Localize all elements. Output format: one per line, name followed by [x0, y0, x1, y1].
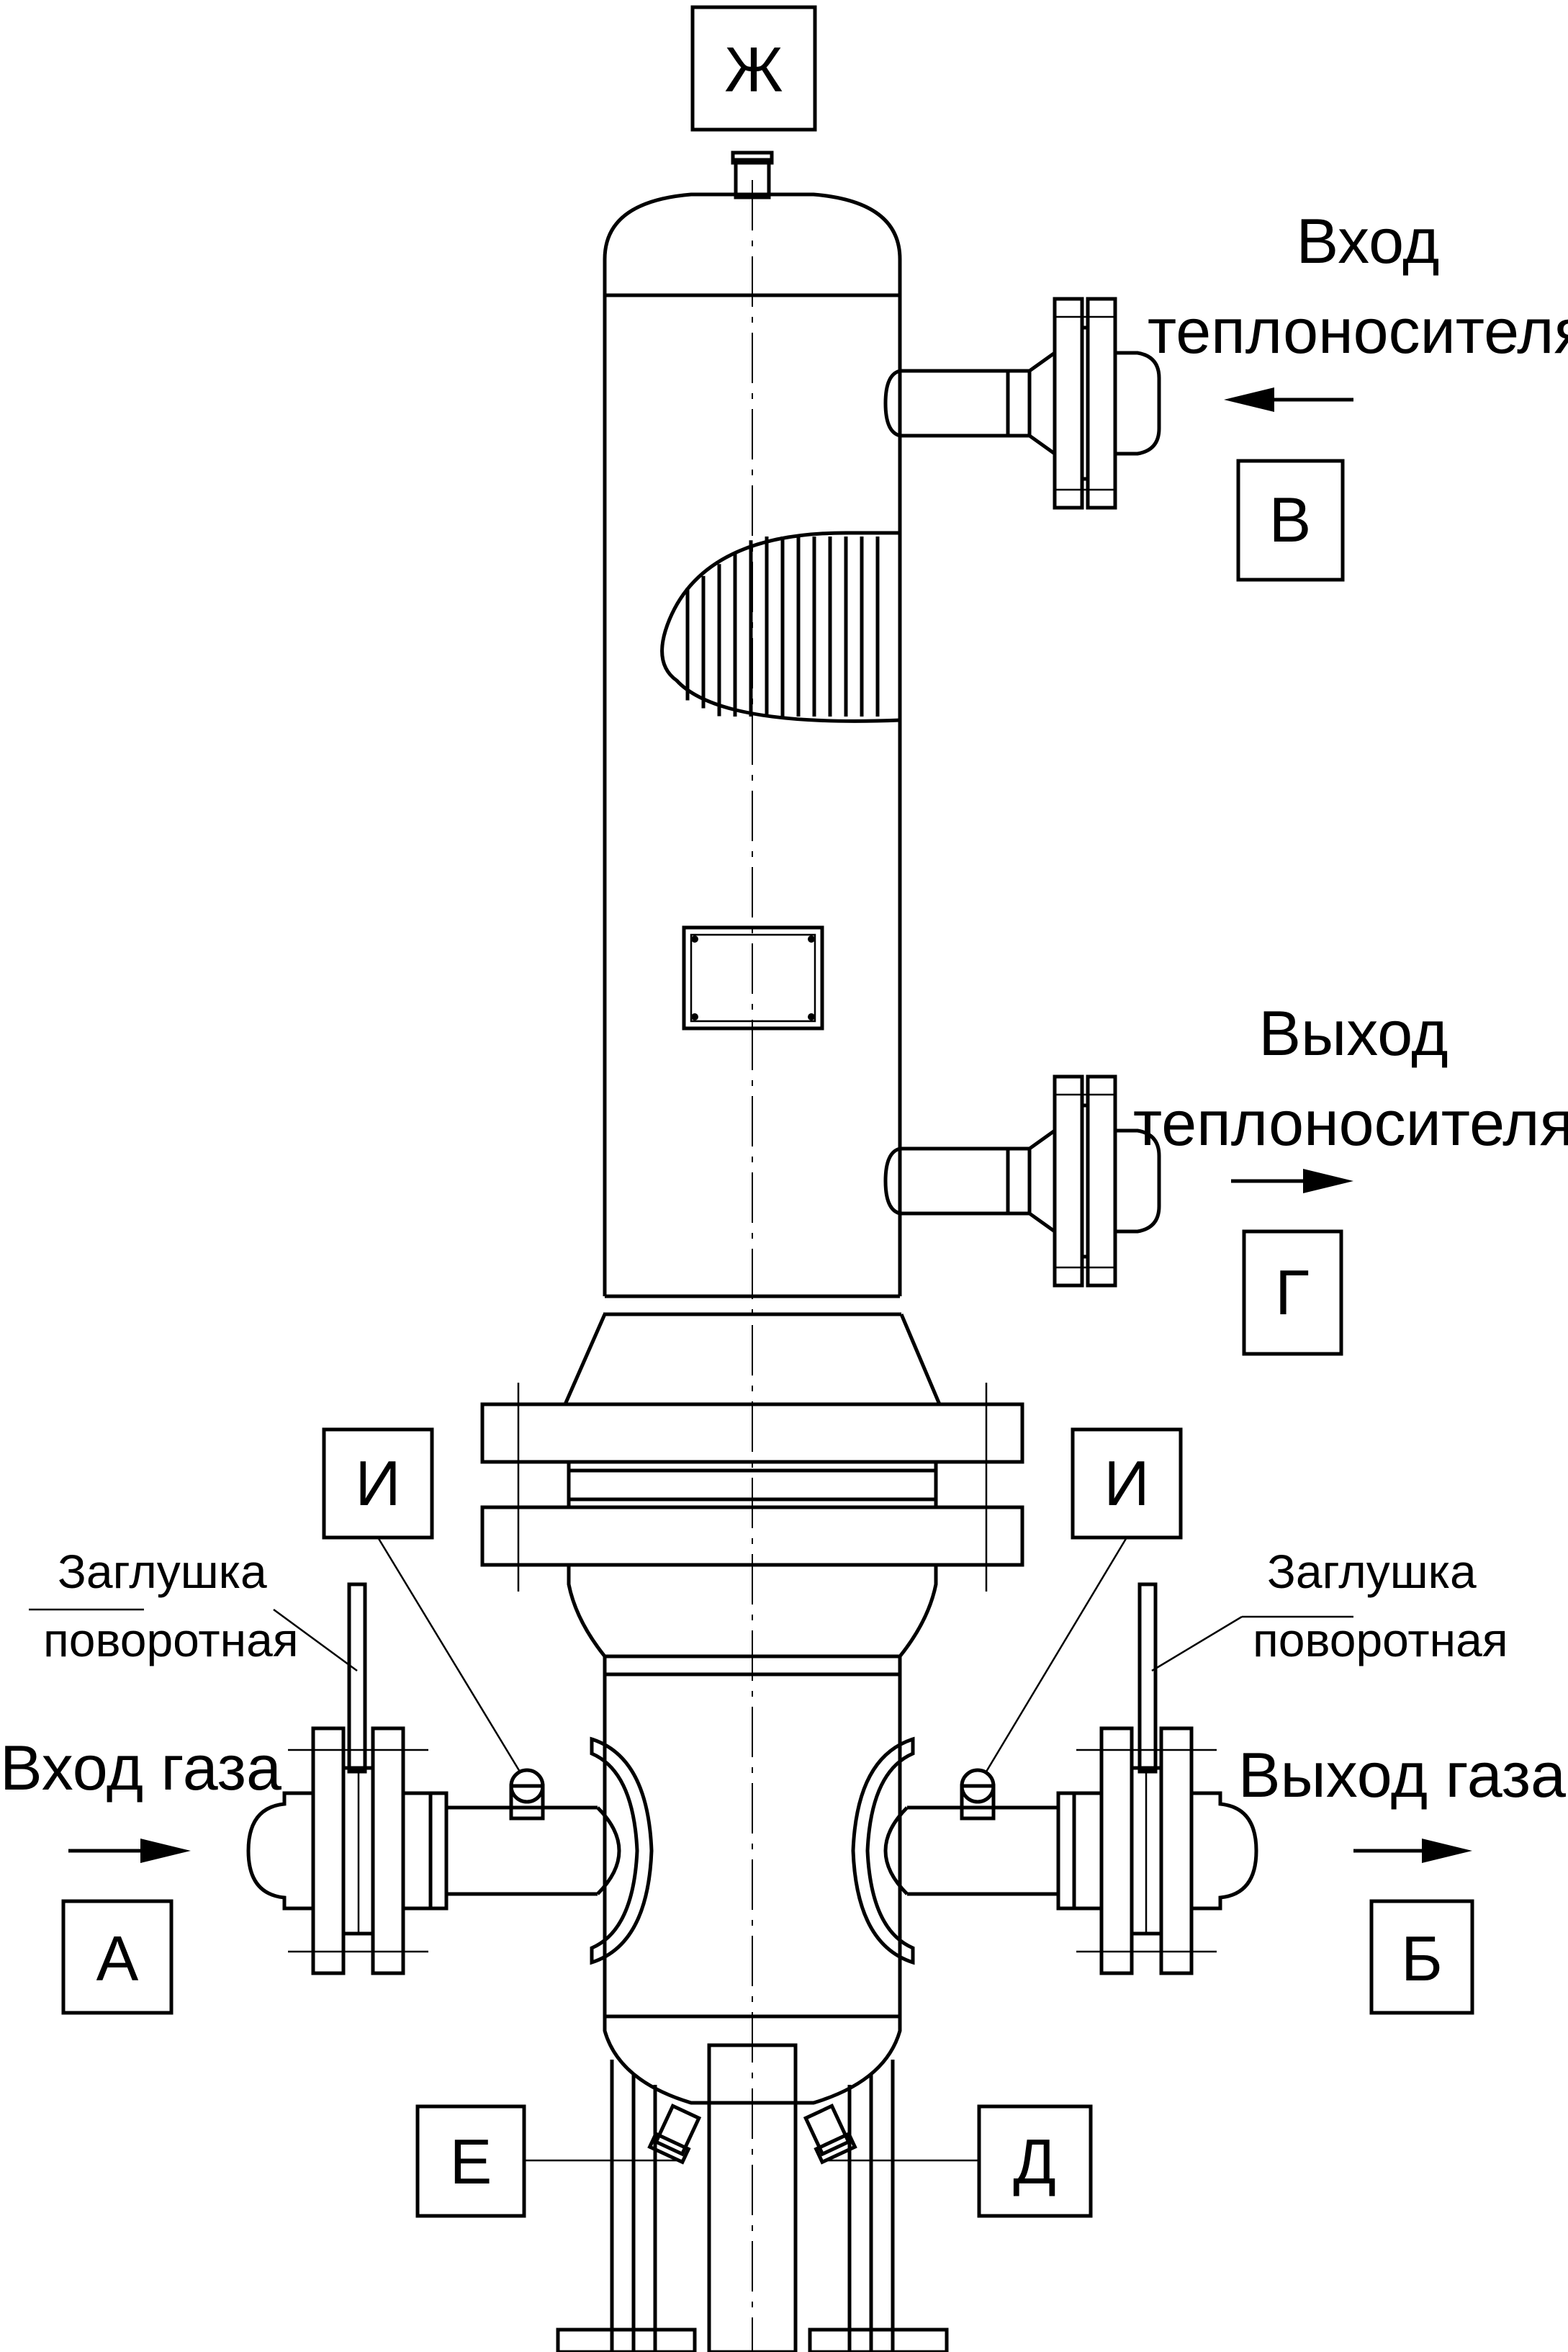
label-zh: Ж: [690, 5, 817, 132]
label-g: Г: [1242, 1229, 1343, 1356]
label-d-text: Д: [1013, 2126, 1056, 2197]
label-zh-text: Ж: [724, 34, 783, 105]
heat-in-caption-1: Вход: [1296, 205, 1439, 277]
flow-arrows: [68, 387, 1472, 1863]
plug-right-caption-1: Заглушка: [1267, 1545, 1477, 1598]
gas-inlet-nozzle: [246, 1582, 654, 1975]
plug-left-caption-2: поворотная: [43, 1613, 299, 1666]
label-e-text: Е: [450, 2126, 492, 2197]
bottom-supports: [556, 2043, 949, 2352]
label-b: Б: [1369, 1899, 1474, 2015]
heat-in-caption-2: теплоносителя: [1148, 295, 1568, 367]
label-e: Е: [415, 2104, 526, 2218]
label-g-text: Г: [1275, 1257, 1310, 1328]
gas-in-caption: Вход газа: [0, 1732, 281, 1803]
top-nozzle: [731, 151, 774, 199]
label-i-right: И: [1071, 1427, 1183, 1540]
label-i-left: И: [322, 1427, 434, 1540]
label-a-text: А: [96, 1923, 139, 1994]
leader-lines: [29, 1537, 1353, 2162]
upper-shell: [603, 192, 902, 1316]
nameplate: [682, 925, 824, 1031]
gas-outlet-nozzle: [851, 1582, 1258, 1975]
label-i-left-text: И: [355, 1447, 400, 1519]
plug-left-caption-1: Заглушка: [58, 1545, 267, 1598]
gas-out-caption: Выход газа: [1238, 1739, 1566, 1810]
label-v: В: [1236, 459, 1345, 582]
label-a: А: [61, 1899, 174, 2015]
heat-out-caption-2: теплоносителя: [1133, 1087, 1568, 1159]
heat-inlet-nozzle: [883, 297, 1161, 510]
label-d: Д: [977, 2104, 1093, 2218]
label-i-right-text: И: [1104, 1447, 1149, 1519]
label-v-text: В: [1269, 484, 1312, 555]
heat-out-caption-1: Выход: [1258, 997, 1448, 1069]
main-flange-assembly: [480, 1313, 1024, 1658]
plug-right-caption-2: поворотная: [1253, 1613, 1508, 1666]
label-b-text: Б: [1401, 1923, 1443, 1994]
heat-outlet-nozzle: [883, 1074, 1161, 1288]
cutaway-section: [660, 531, 901, 723]
